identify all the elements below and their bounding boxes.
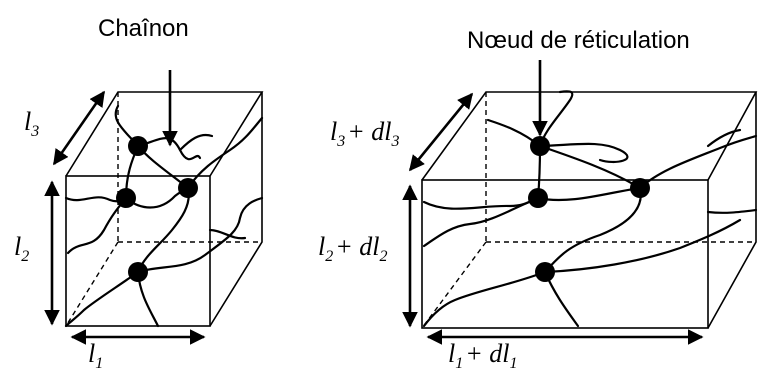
right-crosslink-node	[528, 188, 548, 208]
right-cube	[402, 60, 758, 345]
chain-label: Chaînon	[98, 15, 189, 42]
left-cube-right-face	[209, 92, 263, 327]
left-crosslink-node	[128, 262, 148, 282]
left-l2-label: l2	[14, 232, 29, 265]
right-cube-hidden-diagonal	[421, 241, 487, 329]
left-crosslink-node	[178, 178, 198, 198]
left-l1-label: l1	[88, 339, 103, 372]
right-l3-arrow	[408, 92, 474, 172]
right-cube-right-face	[707, 92, 757, 329]
left-cube	[44, 70, 264, 345]
crosslink-label: Nœud de réticulation	[467, 27, 690, 54]
right-cube-front-face	[421, 179, 709, 329]
left-l3-label: l3	[24, 107, 39, 140]
left-cube-hidden-diagonal	[65, 241, 119, 327]
left-crosslink-node	[128, 136, 148, 156]
right-crosslink-node	[630, 178, 650, 198]
left-l3-arrow	[52, 90, 106, 166]
right-crosslink-node	[530, 136, 550, 156]
right-l1-label: l1+ dl1	[448, 339, 518, 372]
right-cube-top-face	[421, 91, 758, 181]
right-l2-label: l2+ dl2	[318, 232, 388, 265]
right-crosslink-node	[535, 262, 555, 282]
left-crosslink-node	[116, 188, 136, 208]
right-cube-chains	[422, 90, 758, 328]
right-l3-label: l3+ dl3	[330, 117, 400, 150]
